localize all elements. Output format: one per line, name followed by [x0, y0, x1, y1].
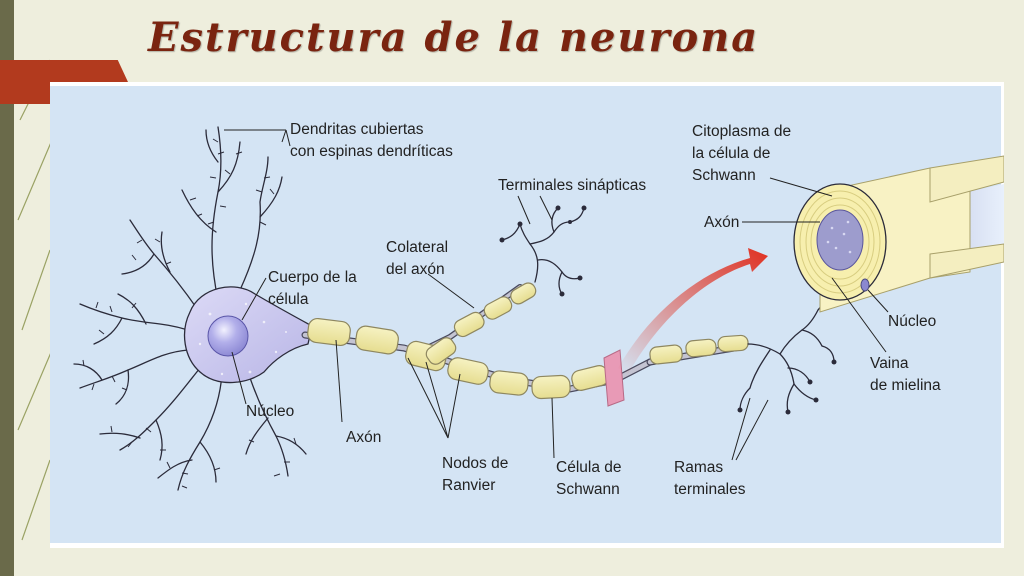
dendrite-tree — [73, 126, 307, 491]
myelin-segment — [489, 370, 529, 396]
myelin-segment — [355, 325, 399, 355]
figure-frame: Dendritas cubiertas con espinas dendríti… — [50, 82, 1004, 548]
myelin-segment — [447, 357, 489, 385]
neuron-diagram: Dendritas cubiertas con espinas dendríti… — [50, 86, 1004, 543]
myelin-segment — [717, 334, 749, 353]
label-cell-body-line2: célula — [268, 291, 309, 308]
label-schwann-line2: Schwann — [556, 481, 620, 498]
synaptic-knobs — [499, 205, 587, 297]
myelin-segment — [649, 344, 683, 365]
label-nucleus: Núcleo — [246, 403, 294, 420]
myelin-segment — [685, 338, 717, 358]
label-ranvier-line1: Nodos de — [442, 455, 508, 472]
label-myelin-line1: Vaina — [870, 355, 909, 372]
label-cytoplasm-line3: Schwann — [692, 167, 756, 184]
label-myelin-line2: de mielina — [870, 377, 941, 394]
myelin-segment — [307, 317, 351, 347]
left-stripe — [0, 0, 14, 576]
myelin-segment — [483, 296, 513, 320]
dendritic-spines — [82, 138, 297, 489]
zoom-arrow — [618, 248, 768, 374]
label-dendrites-line1: Dendritas cubiertas — [290, 121, 424, 138]
label-axon-collateral-line1: Colateral — [386, 239, 448, 256]
myelin-segment — [510, 282, 537, 305]
label-ranvier-line2: Ranvier — [442, 477, 495, 494]
terminal-branches — [739, 297, 841, 413]
label-cytoplasm-line2: la célula de — [692, 145, 770, 162]
label-dendrites-line2: con espinas dendríticas — [290, 143, 453, 160]
leader-lines — [224, 129, 889, 461]
label-xsec-nucleus: Núcleo — [888, 313, 936, 330]
slide-title: Estructura de la neurona — [148, 14, 760, 61]
label-branches-line1: Ramas — [674, 459, 723, 476]
myelin-segment — [453, 311, 485, 338]
label-synaptic-terminals: Terminales sinápticas — [498, 177, 646, 194]
schwann-nucleus — [860, 278, 870, 292]
myelin-segment — [425, 337, 457, 365]
nucleus — [207, 315, 249, 357]
diagram-labels: Dendritas cubiertas con espinas dendríti… — [246, 121, 941, 498]
myelin-sheath — [307, 282, 749, 400]
label-branches-line2: terminales — [674, 481, 746, 498]
section-cut-marker — [603, 349, 625, 407]
label-schwann-line1: Célula de — [556, 459, 622, 476]
cell-body-texture — [198, 302, 287, 376]
label-axon: Axón — [346, 429, 381, 446]
label-cytoplasm-line1: Citoplasma de — [692, 123, 791, 140]
label-axon-collateral-line2: del axón — [386, 261, 445, 278]
myelin-segment — [531, 374, 571, 400]
label-cell-body-line1: Cuerpo de la — [268, 269, 357, 286]
cross-section — [793, 155, 1004, 313]
label-xsec-axon: Axón — [704, 214, 739, 231]
axon-face — [816, 209, 864, 271]
